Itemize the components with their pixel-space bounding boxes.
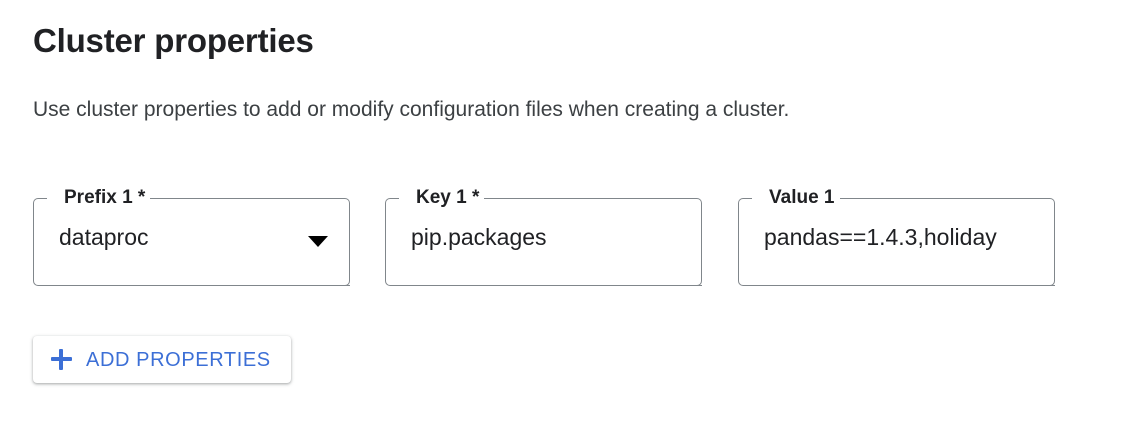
plus-icon (51, 349, 72, 370)
field-prefix-1[interactable]: Prefix 1 * dataproc (33, 187, 350, 286)
add-properties-label: ADD PROPERTIES (86, 348, 271, 371)
page-description: Use cluster properties to add or modify … (33, 98, 790, 121)
add-properties-button[interactable]: ADD PROPERTIES (33, 336, 291, 383)
field-key-1-label: Key 1 * (411, 187, 485, 209)
page-title: Cluster properties (33, 22, 314, 59)
properties-field-row: Prefix 1 * dataproc Key 1 * pip.packages… (33, 187, 1093, 290)
field-prefix-1-label: Prefix 1 * (59, 187, 151, 209)
field-prefix-1-value[interactable]: dataproc (59, 224, 149, 250)
field-key-1[interactable]: Key 1 * pip.packages (385, 187, 702, 286)
field-value-1-label: Value 1 (764, 187, 840, 209)
chevron-down-icon[interactable] (308, 236, 328, 247)
field-value-1[interactable]: Value 1 pandas==1.4.3,holiday (738, 187, 1055, 286)
field-key-1-value[interactable]: pip.packages (411, 224, 547, 250)
field-value-1-value[interactable]: pandas==1.4.3,holiday (764, 224, 997, 250)
